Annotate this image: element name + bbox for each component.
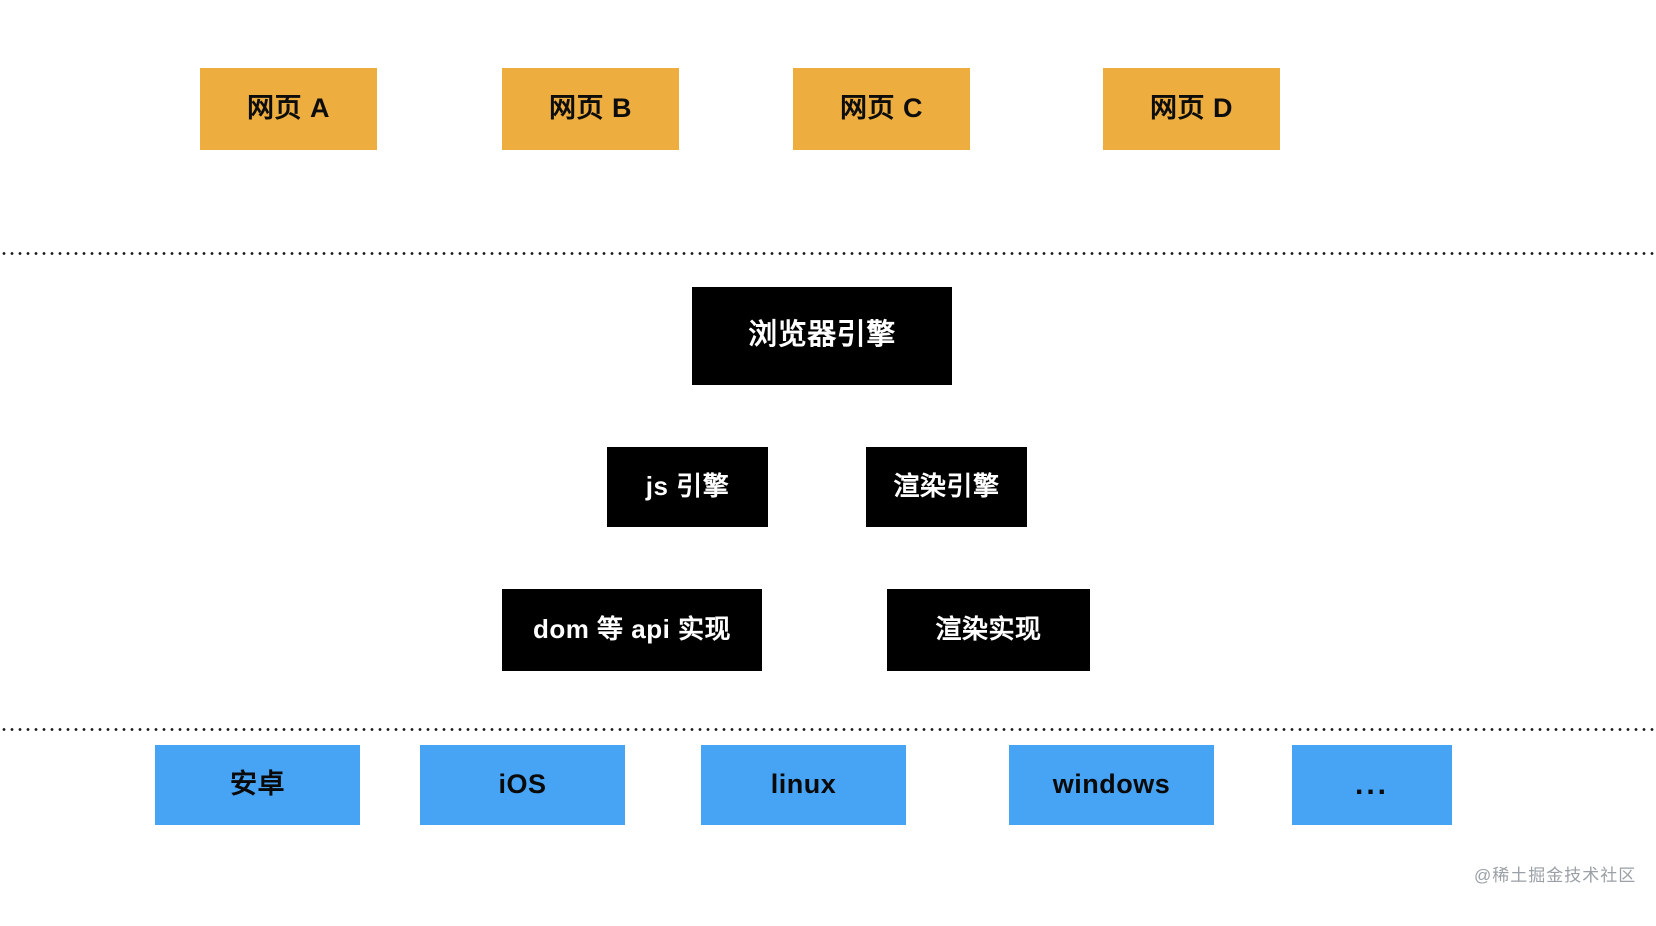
render-engine-box: 渲染引擎 <box>866 447 1027 527</box>
render-implementation-box: 渲染实现 <box>887 589 1090 671</box>
watermark-label: @稀土掘金技术社区 <box>1474 866 1637 885</box>
divider-engine-os <box>0 728 1656 731</box>
browser-engine-box: 浏览器引擎 <box>692 287 952 385</box>
os-box-windows: windows <box>1009 745 1214 825</box>
web-page-box-c: 网页 C <box>793 68 970 150</box>
os-box-more: ... <box>1292 745 1452 825</box>
web-page-box-d: 网页 D <box>1103 68 1280 150</box>
js-engine-box: js 引擎 <box>607 447 768 527</box>
os-box-ios: iOS <box>420 745 625 825</box>
web-page-box-a: 网页 A <box>200 68 377 150</box>
dom-api-implementation-box: dom 等 api 实现 <box>502 589 762 671</box>
web-page-box-b: 网页 B <box>502 68 679 150</box>
os-box-android: 安卓 <box>155 745 360 825</box>
divider-pages-engine <box>0 252 1656 255</box>
os-box-linux: linux <box>701 745 906 825</box>
